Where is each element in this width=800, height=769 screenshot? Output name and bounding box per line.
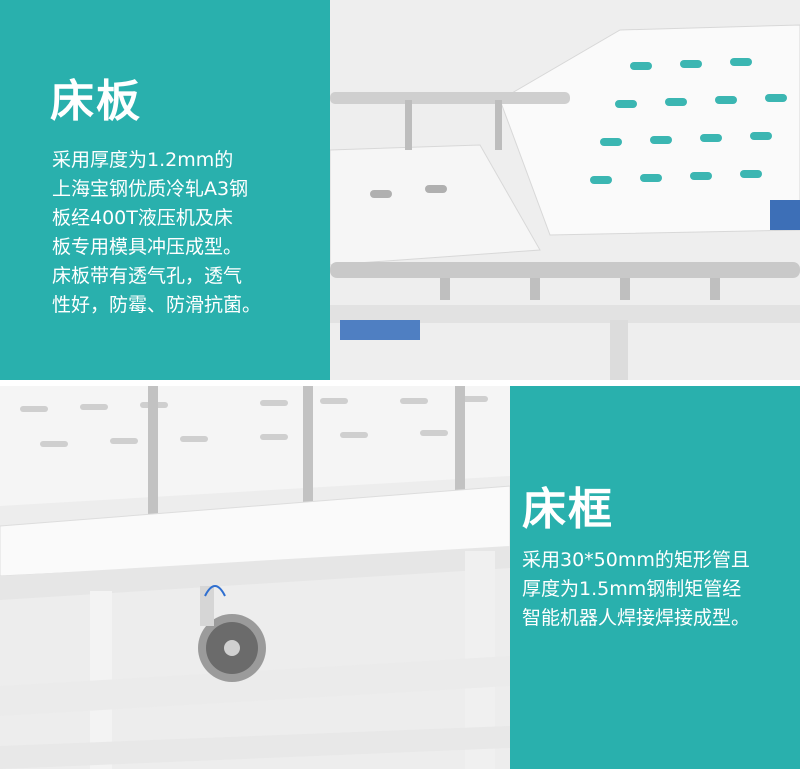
bed-frame-photo [0,386,510,769]
bed-board-photo [330,0,800,380]
description-line: 智能机器人焊接焊接成型。 [522,607,751,629]
bed-frame-section: 床框 采用30*50mm的矩形管且 厚度为1.5mm钢制矩管经 智能机器人焊接焊… [0,386,800,769]
description-line: 厚度为1.5mm钢制矩管经 [522,578,742,600]
description-line: 床板带有透气孔，透气 [52,265,243,287]
bed-board-section: 床板 采用厚度为1.2mm的 上海宝钢优质冷轧A3钢 板经400T液压机及床 板… [0,0,800,380]
bed-frame-title: 床框 [522,484,614,535]
bed-frame-description: 采用30*50mm的矩形管且 厚度为1.5mm钢制矩管经 智能机器人焊接焊接成型… [522,546,792,633]
bed-board-title: 床板 [50,76,142,127]
description-line: 板经400T液压机及床 [52,207,233,229]
bed-board-description: 采用厚度为1.2mm的 上海宝钢优质冷轧A3钢 板经400T液压机及床 板专用模… [52,146,292,320]
description-line: 采用厚度为1.2mm的 [52,149,234,171]
description-line: 性好，防霉、防滑抗菌。 [52,294,262,316]
description-line: 板专用模具冲压成型。 [52,236,243,258]
section-divider [0,380,800,386]
description-line: 采用30*50mm的矩形管且 [522,549,750,571]
description-line: 上海宝钢优质冷轧A3钢 [52,178,249,200]
